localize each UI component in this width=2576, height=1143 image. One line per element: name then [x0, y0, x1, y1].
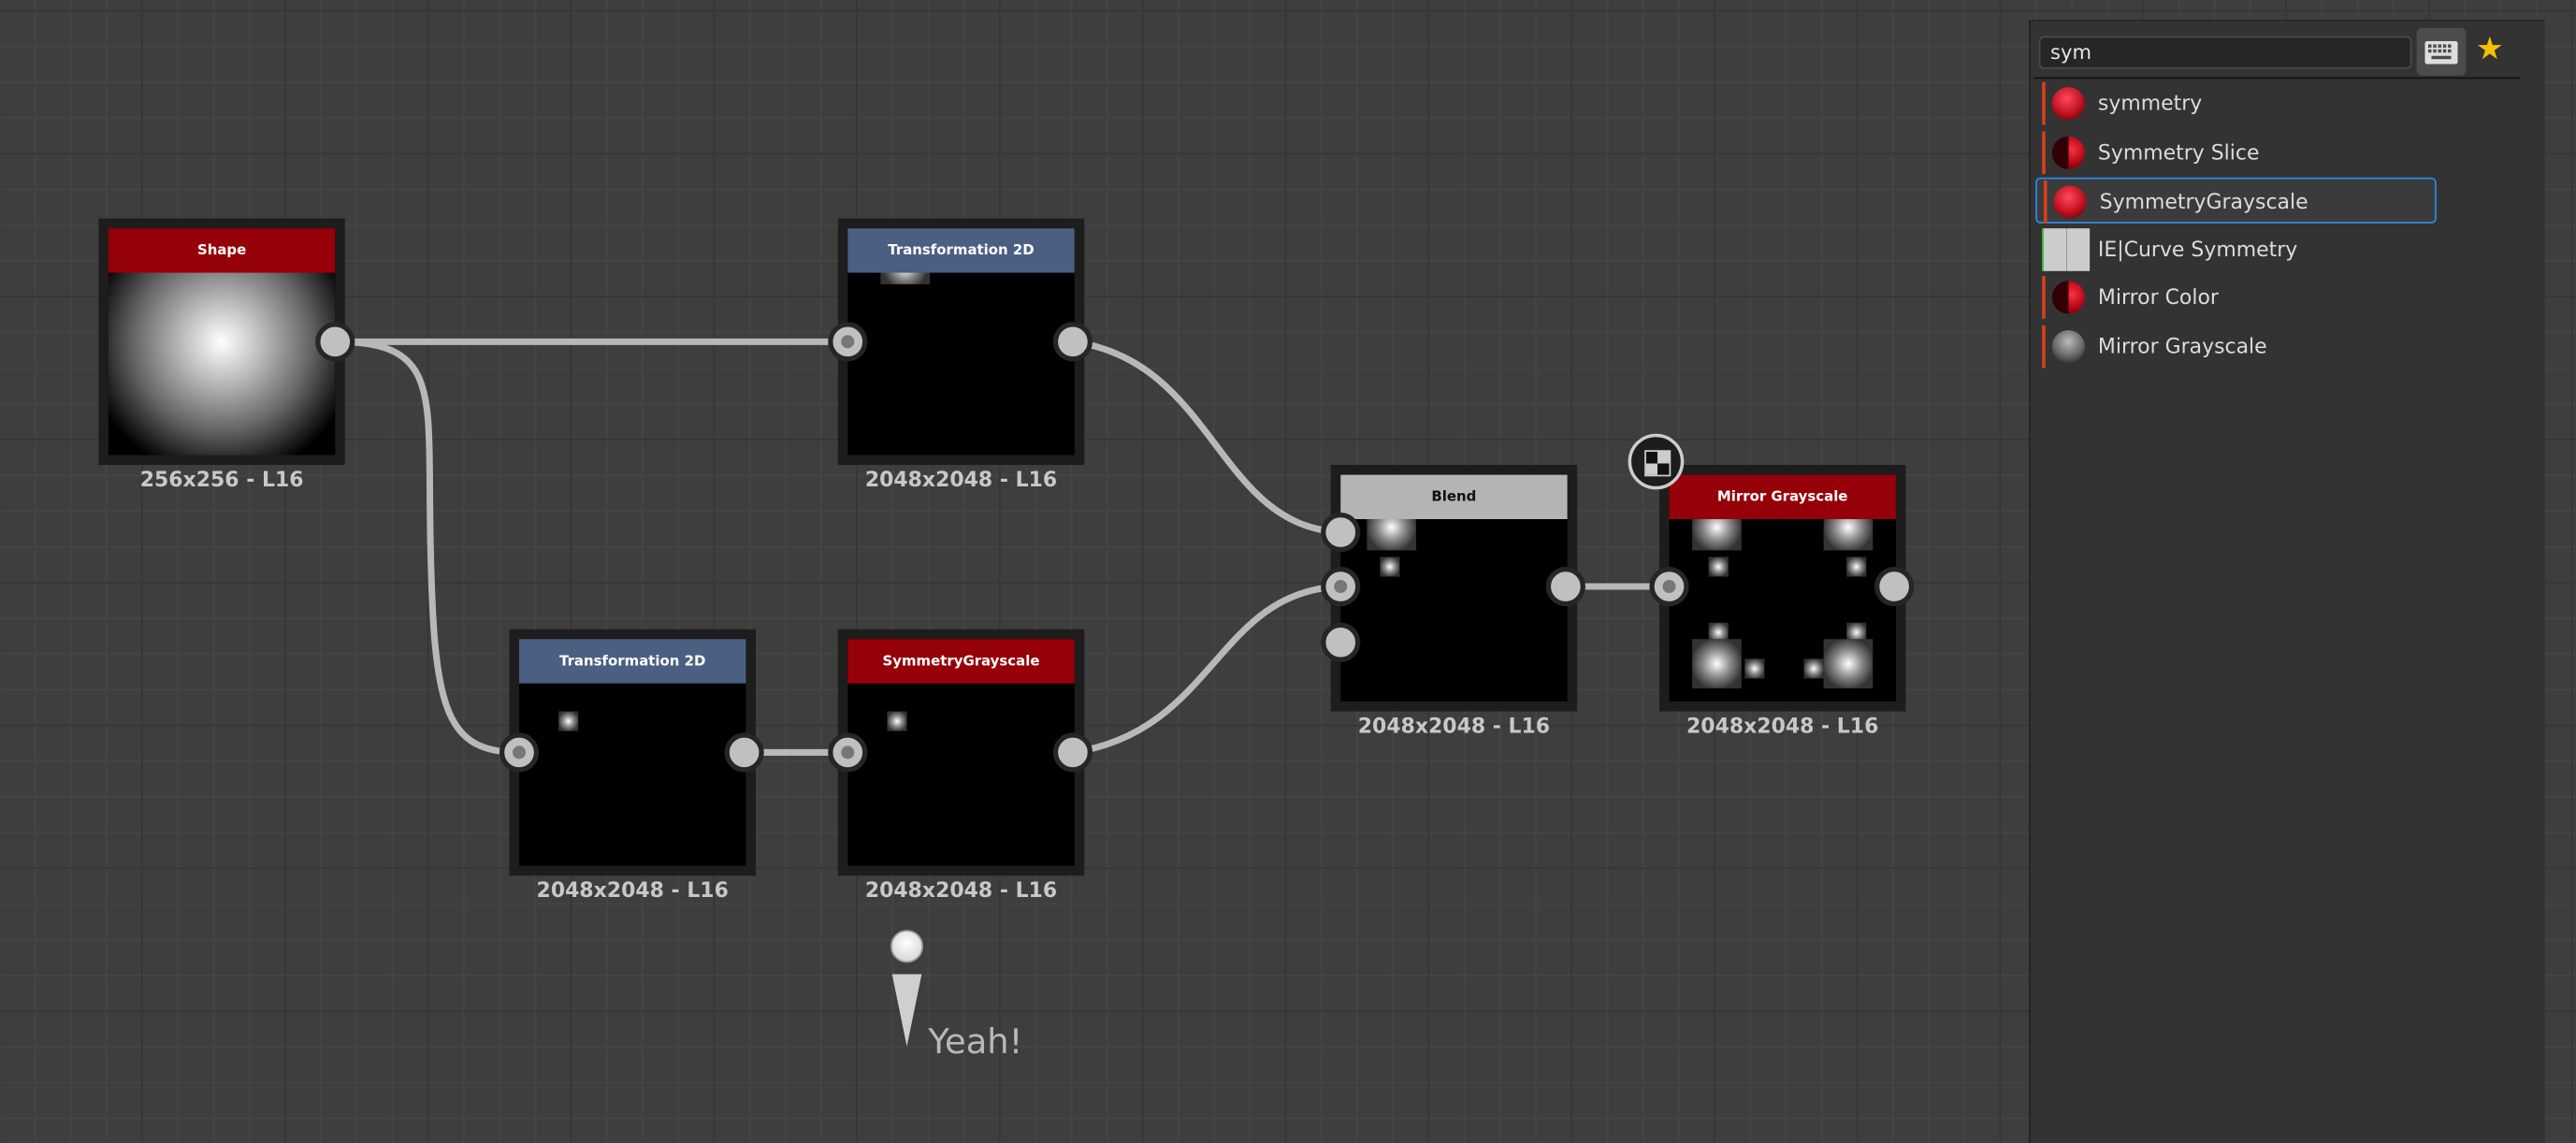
- library-item-label: symmetry: [2097, 90, 2203, 115]
- library-item-label: IE|Curve Symmetry: [2097, 236, 2298, 262]
- wire-transform-top-blend: [1072, 338, 1341, 536]
- category-bar: [2042, 276, 2045, 319]
- category-bar: [2042, 81, 2045, 125]
- category-bar: [2042, 131, 2045, 175]
- node-resolution-label: 2048x2048 - L16: [536, 876, 729, 903]
- divider: [2033, 77, 2521, 80]
- output-port[interactable]: [1545, 566, 1585, 607]
- node-title: Shape: [108, 228, 336, 273]
- node-symmetry-grayscale[interactable]: SymmetryGrayscale: [837, 629, 1085, 876]
- node-mirror-grayscale[interactable]: Mirror Grayscale: [1658, 465, 1906, 712]
- input-port[interactable]: [499, 732, 540, 773]
- category-bar: [2042, 228, 2045, 271]
- node-shape[interactable]: Shape: [98, 218, 345, 466]
- input-port[interactable]: [828, 732, 868, 773]
- node-resolution-label: 2048x2048 - L16: [1686, 713, 1879, 738]
- node-title: Mirror Grayscale: [1669, 474, 1896, 520]
- library-item-label: Mirror Grayscale: [2097, 333, 2267, 358]
- red-sphere-icon: [2051, 87, 2085, 121]
- library-item-ie-curve-symmetry[interactable]: IE|Curve Symmetry: [2035, 226, 2437, 272]
- wire-shape-transform-bottom: [335, 338, 520, 756]
- red-half-sphere-icon: [2051, 136, 2085, 169]
- node-blend[interactable]: Blend: [1330, 465, 1578, 712]
- favorites-star-icon[interactable]: ★: [2475, 31, 2504, 68]
- node-resolution-label: 2048x2048 - L16: [864, 876, 1058, 903]
- input-port[interactable]: [828, 322, 868, 362]
- input-port-background[interactable]: [1321, 566, 1361, 607]
- red-sphere-icon: [2053, 185, 2087, 219]
- input-port[interactable]: [1649, 566, 1689, 607]
- category-bar: [2043, 181, 2047, 224]
- node-title: Transformation 2D: [847, 228, 1075, 273]
- node-resolution-label: 2048x2048 - L16: [864, 466, 1058, 492]
- library-item-label: Mirror Color: [2097, 283, 2219, 310]
- output-preview-badge-icon[interactable]: [1628, 433, 1685, 490]
- red-half-sphere-icon: [2051, 281, 2085, 314]
- node-transformation-2d-top[interactable]: Transformation 2D: [837, 218, 1085, 466]
- keyboard-button[interactable]: [2416, 27, 2467, 76]
- wire-symmetry-blend: [1072, 583, 1341, 756]
- library-search-panel: ★ symmetry Symmetry Slice SymmetryGraysc…: [2029, 20, 2545, 1143]
- gray-sphere-icon: [2051, 330, 2085, 364]
- keyboard-icon: [2424, 40, 2458, 64]
- library-item-symmetry[interactable]: symmetry: [2035, 80, 2437, 126]
- category-bar: [2042, 325, 2045, 369]
- curve-icon: [2043, 228, 2091, 271]
- output-port[interactable]: [1052, 732, 1093, 773]
- input-port-foreground[interactable]: [1321, 512, 1361, 553]
- comment-text[interactable]: Yeah!: [928, 1021, 1023, 1062]
- output-port[interactable]: [724, 732, 764, 773]
- library-search-input[interactable]: [2038, 36, 2412, 69]
- node-title: SymmetryGrayscale: [847, 639, 1075, 684]
- node-title: Blend: [1340, 474, 1568, 520]
- library-item-label: SymmetryGrayscale: [2099, 188, 2308, 214]
- output-port[interactable]: [1874, 566, 1915, 607]
- input-port-mask[interactable]: [1321, 622, 1361, 662]
- node-transformation-2d-bottom[interactable]: Transformation 2D: [509, 629, 756, 876]
- comment-pin-icon[interactable]: [890, 930, 924, 1048]
- library-item-mirror-color[interactable]: Mirror Color: [2035, 274, 2437, 320]
- output-port[interactable]: [1052, 322, 1093, 362]
- node-resolution-label: 2048x2048 - L16: [1357, 713, 1551, 738]
- library-item-label: Symmetry Slice: [2097, 139, 2260, 165]
- node-resolution-label: 256x256 - L16: [139, 466, 304, 492]
- library-item-mirror-grayscale[interactable]: Mirror Grayscale: [2035, 324, 2437, 369]
- node-title: Transformation 2D: [519, 639, 746, 684]
- output-port[interactable]: [315, 322, 355, 362]
- library-item-symmetry-slice[interactable]: Symmetry Slice: [2035, 130, 2437, 176]
- library-item-symmetry-grayscale[interactable]: SymmetryGrayscale: [2035, 177, 2437, 224]
